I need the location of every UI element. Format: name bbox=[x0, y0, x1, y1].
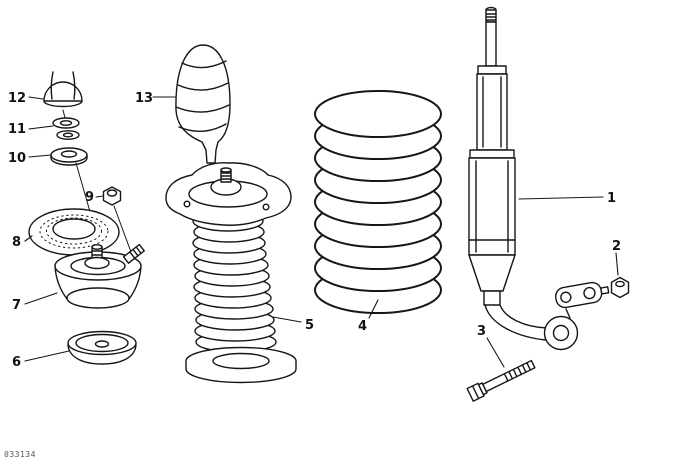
part-label-13: 13 bbox=[135, 91, 153, 106]
part-label-5: 5 bbox=[305, 318, 314, 333]
part-cap bbox=[43, 71, 83, 108]
diagram-code: 033134 bbox=[4, 450, 36, 459]
part-hex-bolt bbox=[466, 359, 536, 402]
part-washer-small bbox=[52, 117, 80, 140]
part-label-12: 12 bbox=[8, 91, 26, 106]
part-label-11: 11 bbox=[8, 122, 26, 137]
part-label-2: 2 bbox=[612, 239, 621, 254]
part-label-3: 3 bbox=[477, 324, 486, 339]
part-label-6: 6 bbox=[12, 355, 21, 370]
part-upper-mount bbox=[54, 243, 145, 309]
part-shock-absorber bbox=[468, 6, 610, 351]
part-locking-nut bbox=[610, 276, 630, 299]
part-lower-cup bbox=[67, 330, 137, 365]
leader-lines bbox=[24, 96, 619, 368]
part-washer-large bbox=[50, 147, 88, 166]
part-bump-stop bbox=[175, 44, 231, 164]
part-hex-nut bbox=[102, 186, 122, 206]
part-label-8: 8 bbox=[12, 235, 21, 250]
part-label-7: 7 bbox=[12, 298, 21, 313]
part-label-1: 1 bbox=[607, 191, 616, 206]
part-label-10: 10 bbox=[8, 151, 26, 166]
part-protective-boot bbox=[165, 162, 297, 384]
part-label-4: 4 bbox=[358, 319, 367, 334]
part-label-9: 9 bbox=[85, 190, 94, 205]
part-coil-spring bbox=[314, 90, 442, 314]
part-gasket-ring bbox=[28, 208, 120, 256]
